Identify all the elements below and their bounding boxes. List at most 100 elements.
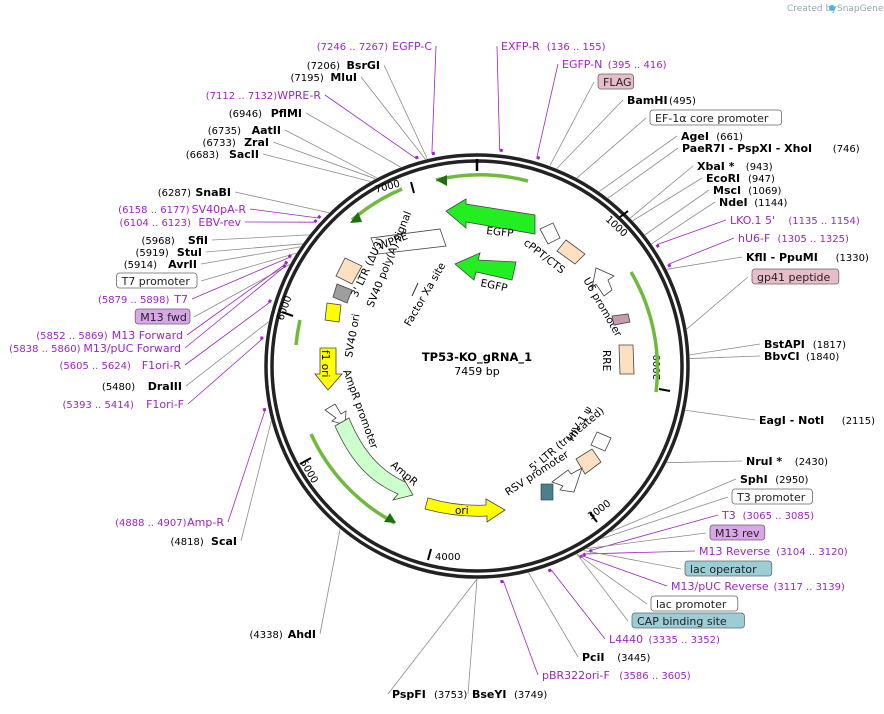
feature-label-egfp-1: EGFP bbox=[486, 225, 514, 240]
enzyme-label-xbai: XbaI * bbox=[697, 160, 735, 173]
feature-label-factor-xa: Factor Xa site bbox=[402, 261, 448, 329]
leader-right-20 bbox=[602, 496, 729, 539]
feature-egfp-2 bbox=[454, 252, 517, 281]
leader-right-9 bbox=[644, 189, 710, 236]
primer-pos-ebv-rev: (6104 .. 6123) bbox=[119, 218, 191, 229]
primer-tick-left-10 bbox=[313, 218, 318, 224]
enzyme-label-avrii: AvrII bbox=[168, 258, 197, 271]
feature-box-m13-rev bbox=[709, 524, 766, 541]
leader-left-24 bbox=[319, 529, 341, 635]
primer-pos-exfp-r: (136 .. 155) bbox=[547, 42, 606, 53]
primer-label-amp-r: Amp-R bbox=[187, 516, 224, 529]
feature-label-flag: FLAG bbox=[603, 76, 632, 89]
leader-right-17 bbox=[685, 409, 756, 421]
leader-left-17 bbox=[186, 263, 286, 336]
primer-tick-right-23 bbox=[582, 552, 587, 557]
leader-right-14 bbox=[686, 276, 749, 330]
feature-label-ef-1-core-promoter: EF-1α core promoter bbox=[655, 112, 769, 125]
leader-left-14 bbox=[200, 252, 297, 282]
leader-right-21 bbox=[591, 514, 719, 551]
primer-pos-egfp-c: (7246 .. 7267) bbox=[317, 42, 389, 53]
primer-tick-right-12 bbox=[667, 263, 672, 268]
leader-left-1 bbox=[383, 64, 428, 160]
enzyme-pos-draiii: (5480) bbox=[102, 382, 135, 393]
enzyme-label-kfli-ppumi: KflI - PpuMI bbox=[746, 251, 818, 264]
primer-label-ebv-rev: EBV-rev bbox=[198, 216, 241, 229]
primer-pos-m13-forward: (5852 .. 5869) bbox=[36, 331, 108, 342]
enzyme-label-nrui: NruI * bbox=[746, 455, 782, 468]
leader-left-12 bbox=[205, 243, 303, 253]
leader-right-24 bbox=[583, 550, 682, 570]
primer-pos-sv40pa-r: (6158 .. 6177) bbox=[118, 205, 190, 216]
leader-right-4 bbox=[576, 117, 647, 179]
primer-tick-left-9 bbox=[317, 214, 322, 220]
enzyme-pos-agei: (661) bbox=[716, 132, 743, 143]
enzyme-label-sphi: SphI bbox=[740, 473, 768, 486]
enzyme-pos-avrii: (5914) bbox=[124, 260, 157, 271]
enzyme-pos-bamhi: (495) bbox=[669, 96, 696, 107]
feature-label-lac-promoter: lac promoter bbox=[656, 598, 727, 611]
primer-label-m13-puc-forward: M13/pUC Forward bbox=[83, 342, 181, 355]
feature-label-m13-rev: M13 rev bbox=[715, 527, 760, 540]
leader-right-7 bbox=[629, 165, 694, 219]
leader-left-20 bbox=[185, 321, 269, 387]
feature-label-t3-promoter: T3 promoter bbox=[736, 491, 806, 504]
enzyme-label-stui: StuI bbox=[177, 246, 202, 259]
feature-label-ori: ori bbox=[455, 505, 469, 517]
leader-left-0 bbox=[431, 45, 437, 154]
enzyme-pos-snabi: (6287) bbox=[158, 188, 191, 199]
enzyme-label-pcii: PciI bbox=[582, 651, 604, 664]
primer-tick-left-3 bbox=[414, 155, 419, 160]
leader-left-21 bbox=[187, 339, 262, 405]
leader-left-7 bbox=[262, 153, 371, 182]
feature-lac-cluster bbox=[540, 483, 554, 501]
primer-label-sv40pa-r: SV40pA-R bbox=[192, 203, 247, 216]
primer-label-l4440: L4440 bbox=[609, 633, 643, 646]
enzyme-pos-kfli-ppumi: (1330) bbox=[836, 253, 869, 264]
feature-label-egfp-2: EGFP bbox=[479, 277, 508, 294]
enzyme-label-eagi-noti: EagI - NotI bbox=[759, 414, 824, 427]
leader-right-5 bbox=[598, 135, 678, 192]
orf-arcs bbox=[294, 173, 660, 525]
leader-right-30 bbox=[503, 581, 539, 676]
primer-pos-f1ori-f: (5393 .. 5414) bbox=[62, 400, 134, 411]
enzyme-pos-ndei: (1144) bbox=[754, 198, 787, 209]
orf-arc-egfp bbox=[435, 173, 529, 183]
primer-pos-amp-r: (4888 .. 4907) bbox=[115, 518, 187, 529]
leader-right-22 bbox=[586, 532, 707, 549]
leader-left-13 bbox=[200, 246, 301, 265]
enzyme-pos-bstapi: (1817) bbox=[813, 340, 846, 351]
snapgene-logo-icon bbox=[829, 5, 835, 11]
enzyme-pos-scai: (4818) bbox=[171, 537, 204, 548]
feature-box-lac-promoter bbox=[650, 595, 739, 612]
feature-cppt-cts bbox=[539, 222, 561, 245]
primer-pos-t7: (5879 .. 5898) bbox=[98, 295, 170, 306]
enzyme-pos-pcii: (3445) bbox=[617, 653, 650, 664]
leader-right-28 bbox=[550, 569, 606, 640]
tick-label-4000: 4000 bbox=[435, 552, 460, 563]
feature-label-m13-fwd: M13 fwd bbox=[140, 311, 187, 324]
enzyme-label-ahdi: AhdI bbox=[288, 628, 316, 641]
primer-label-hu6-f: hU6-F bbox=[738, 232, 770, 245]
feature-label-t7-promoter: T7 promoter bbox=[121, 275, 191, 288]
enzyme-pos-aatii: (6735) bbox=[208, 126, 241, 137]
feature-box-t3-promoter bbox=[731, 488, 813, 505]
enzyme-pos-stui: (5919) bbox=[136, 248, 169, 259]
enzyme-pos-nrui: (2430) bbox=[795, 457, 828, 468]
feature-box-flag bbox=[597, 73, 634, 90]
enzyme-label-bbvci: BbvCI bbox=[764, 350, 800, 363]
leader-right-8 bbox=[632, 177, 703, 222]
leader-right-25 bbox=[582, 555, 668, 587]
leader-lines bbox=[184, 45, 761, 695]
primer-tick-left-17 bbox=[284, 260, 289, 265]
feature-box-t7-promoter bbox=[116, 272, 198, 289]
primer-label-lko-1-5: LKO.1 5' bbox=[730, 214, 775, 227]
orf-arc-rre bbox=[629, 271, 660, 393]
primer-pos-m13-puc-reverse: (3117 .. 3139) bbox=[774, 582, 846, 593]
feature-label-gp41-peptide: gp41 peptide bbox=[757, 271, 831, 284]
enzyme-label-bseyi: BseYI bbox=[472, 688, 506, 701]
primer-pos-pbr322ori-f: (3586 .. 3605) bbox=[619, 671, 691, 682]
primer-pos-egfp-n: (395 .. 416) bbox=[608, 60, 667, 71]
feature-fde0c2-small bbox=[556, 239, 586, 265]
feature-sv40-ori bbox=[324, 302, 342, 323]
